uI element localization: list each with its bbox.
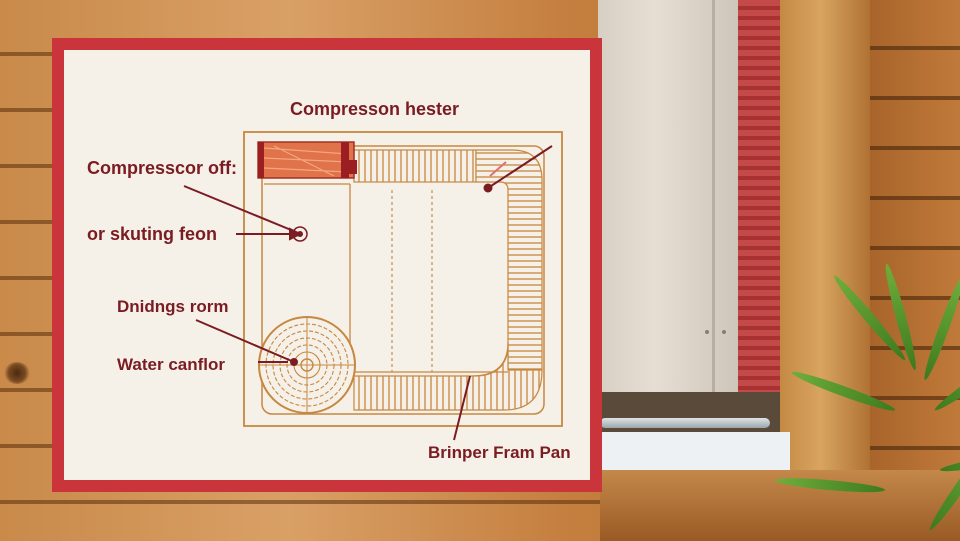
leader-top-right-dot [483,183,493,193]
top-ribbed-channel [353,149,477,183]
hvac-seam [712,0,715,392]
diagram-paper: Compresson hester Compresscor off: or sk… [64,50,590,480]
leader-pan [453,375,471,441]
wood-knot [4,362,30,384]
label-fan: or skuting feon [87,224,217,244]
label-pan: Brinper Fram Pan [428,443,571,462]
label-water: Water canflor [117,355,226,374]
leader-drain [195,319,295,363]
drain-pan-diagram [183,131,563,441]
right-ribbed-channel [475,149,543,371]
floor-snow [600,432,790,470]
pipe [600,418,770,428]
arrowhead-fan [289,227,303,241]
wood-frame-right [870,0,960,541]
hvac-screw [722,330,726,334]
heater-connector [349,160,357,174]
drain-spiral [258,316,356,414]
heater-wire [489,161,507,177]
inner-corner-curve [473,349,509,377]
label-compressor-off: Compresscor off: [87,158,238,178]
leader-lines [183,145,553,441]
leader-drain-dot [290,358,298,366]
red-coil [738,0,780,392]
leader-top-right [487,145,553,189]
heater-end-cap [258,142,264,178]
diagram-card: Compresson hester Compresscor off: or sk… [52,38,602,492]
heater-end-cap [341,142,349,178]
heater-coil [263,145,349,177]
hvac-unit-casing [598,0,738,392]
pan-inner-edge [261,145,545,415]
leader-compressor-off [183,185,297,233]
diagram-title: Compresson hester [290,99,460,119]
pan-outer-edge [243,131,563,427]
label-drain: Dnidngs rorm [117,297,229,316]
hvac-screw [705,330,709,334]
